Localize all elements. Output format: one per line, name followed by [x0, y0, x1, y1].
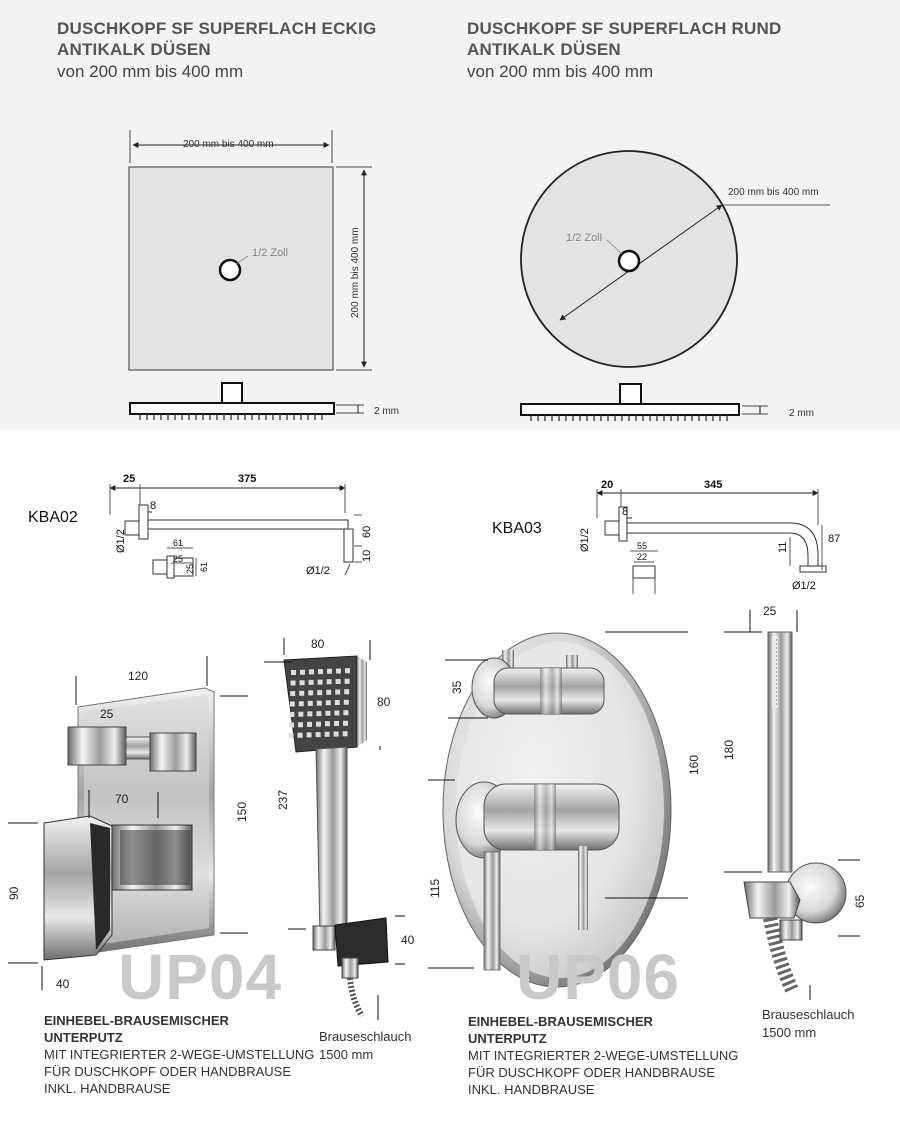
up04-d-lever: 40 [56, 977, 70, 991]
up06-hose-line1: Brauseschlauch [762, 1007, 855, 1022]
square-head-title: DUSCHKOPF SF SUPERFLACH ECKIG ANTIKALK D… [57, 18, 376, 60]
up04-desc-line1: EINHEBEL-BRAUSEMISCHER [44, 1013, 229, 1028]
square-connector-label: 1/2 Zoll [252, 247, 288, 259]
square-height-label: 200 mm bis 400 mm [350, 227, 361, 318]
round-head-range: von 200 mm bis 400 mm [467, 62, 654, 81]
kba02-d6: 61 [173, 538, 183, 548]
up06-hand-w: 25 [763, 604, 777, 618]
up04-labels: 120 25 70 150 90 40 80 80 237 40 [7, 637, 415, 991]
kba02-d3: 8 [150, 500, 156, 512]
kba03-thread2: Ø1/2 [792, 580, 816, 592]
up06-handshower [724, 610, 860, 1000]
up06-knob-h: 35 [450, 680, 464, 694]
kba03-thread1: Ø1/2 [579, 528, 591, 552]
up04-mixer [8, 656, 248, 990]
kba03-d1: 20 [601, 479, 613, 491]
up04-desc-line5: INKL. HANDBRAUSE [44, 1081, 171, 1096]
up04-handshower [264, 638, 405, 1020]
kba02-model: KBA02 [28, 509, 78, 526]
up04-hose-line1: Brauseschlauch [319, 1029, 412, 1044]
kba02-d2: 375 [238, 473, 256, 485]
kba03-d2: 345 [704, 479, 722, 491]
up04-hose-line2: 1500 mm [319, 1047, 374, 1062]
up04-hand-w: 80 [311, 637, 325, 651]
kba02-thread2: Ø1/2 [306, 565, 330, 577]
up04-desc-line3: MIT INTEGRIERTER 2-WEGE-UMSTELLUNG [44, 1047, 315, 1062]
up06-desc-line2: UNTERPUTZ [468, 1031, 547, 1046]
kba03-model: KBA03 [492, 520, 542, 537]
up04-holder: 40 [401, 933, 415, 947]
kba03-d6: 55 [637, 541, 647, 551]
up04-desc-line2: UNTERPUTZ [44, 1030, 123, 1045]
kba02-drawing [109, 484, 362, 579]
up06-hose-line2: 1500 mm [762, 1025, 817, 1040]
round-connector-label: 1/2 Zoll [566, 232, 602, 244]
round-head-title: DUSCHKOPF SF SUPERFLACH RUND ANTIKALK DÜ… [467, 18, 781, 60]
kba02-d9: 61 [199, 562, 209, 572]
kba03-labels: 20 345 8 87 11 Ø1/2 Ø1/2 55 22 [579, 479, 840, 592]
round-head-title-line2: ANTIKALK DÜSEN [467, 40, 621, 59]
kba02-thread1: Ø1/2 [115, 529, 127, 553]
round-diameter-label: 200 mm bis 400 mm [728, 187, 819, 198]
kba03-d3: 8 [622, 506, 628, 518]
kba02-d7: 25 [173, 554, 183, 564]
kba02-d4: 60 [361, 526, 373, 538]
up04-h-lever: 90 [7, 886, 21, 900]
up06-description: EINHEBEL-BRAUSEMISCHER UNTERPUTZ MIT INT… [468, 1013, 738, 1098]
round-head-labels: 200 mm bis 400 mm 1/2 Zoll 2 mm [566, 187, 819, 419]
up04-label: UP04 [118, 941, 283, 1013]
square-head-title-line1: DUSCHKOPF SF SUPERFLACH ECKIG [57, 19, 377, 38]
kba02-d1: 25 [123, 473, 135, 485]
square-head-title-line2: ANTIKALK DÜSEN [57, 40, 211, 59]
up06-hose: Brauseschlauch 1500 mm [762, 1006, 855, 1042]
round-head-drawing [520, 150, 830, 421]
up06-labels: 35 160 115 25 180 65 [428, 604, 867, 908]
kba02-d8: 25 [185, 564, 195, 574]
square-head-labels: 200 mm bis 400 mm 1/2 Zoll 200 mm bis 40… [183, 139, 399, 417]
up04-w-knob: 25 [100, 707, 114, 721]
kba03-d4: 87 [828, 533, 840, 545]
up06-holder: 65 [853, 894, 867, 908]
up04-hose: Brauseschlauch 1500 mm [319, 1028, 412, 1064]
up04-w-lever: 70 [115, 792, 129, 806]
up04-hand-len: 237 [276, 790, 290, 810]
up06-mixer [428, 631, 688, 988]
up04-description: EINHEBEL-BRAUSEMISCHER UNTERPUTZ MIT INT… [44, 1012, 314, 1097]
up06-desc-line3: MIT INTEGRIERTER 2-WEGE-UMSTELLUNG [468, 1048, 739, 1063]
up06-desc-line4: FÜR DUSCHKOPF ODER HANDBRAUSE [468, 1065, 716, 1080]
up06-desc-line1: EINHEBEL-BRAUSEMISCHER [468, 1014, 653, 1029]
square-head-range: von 200 mm bis 400 mm [57, 62, 244, 81]
up06-label: UP06 [516, 941, 681, 1013]
up04-hand-d: 80 [377, 695, 391, 709]
square-thickness-label: 2 mm [374, 406, 399, 417]
up06-desc-line5: INKL. HANDBRAUSE [468, 1082, 595, 1097]
square-width-label: 200 mm bis 400 mm [183, 139, 274, 150]
up04-desc-line4: FÜR DUSCHKOPF ODER HANDBRAUSE [44, 1064, 292, 1079]
up04-h-plate: 150 [235, 802, 249, 822]
kba02-d5: 10 [361, 550, 373, 562]
up06-plate-d: 160 [687, 755, 701, 775]
kba03-drawing [596, 489, 827, 594]
up06-hand-len: 180 [722, 740, 736, 760]
round-head-title-line1: DUSCHKOPF SF SUPERFLACH RUND [467, 19, 782, 38]
kba03-d7: 22 [637, 552, 647, 562]
square-head-drawing [128, 130, 372, 420]
round-thickness-label: 2 mm [789, 408, 814, 419]
up04-w-plate: 120 [128, 669, 148, 683]
kba02-labels: 25 375 8 60 10 Ø1/2 Ø1/2 61 25 25 61 [115, 473, 373, 577]
kba03-d5: 11 [777, 542, 789, 553]
up06-lever-h: 115 [428, 879, 442, 898]
